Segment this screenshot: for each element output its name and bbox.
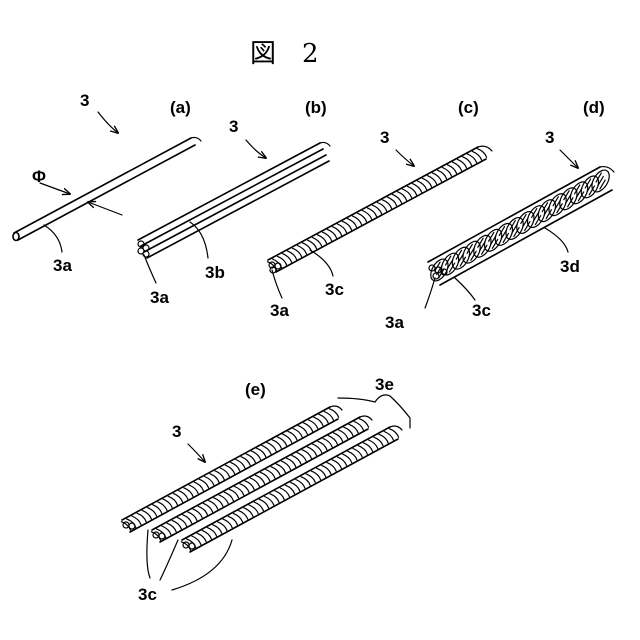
single-wire bbox=[13, 137, 201, 240]
rope-twist-marks bbox=[427, 167, 613, 284]
panel-c-part-3a: 3a bbox=[270, 301, 289, 320]
twisted-rope bbox=[427, 167, 614, 285]
panel-a-leader-3a bbox=[44, 225, 62, 252]
panel-c-tag: (c) bbox=[458, 98, 479, 117]
panel-b-part-3a: 3a bbox=[150, 288, 169, 307]
panel-a-part-3a: 3a bbox=[53, 256, 72, 275]
panel-e-leader-2 bbox=[160, 540, 178, 580]
panel-c-ref-arrow bbox=[396, 150, 414, 166]
panel-e: (e) 3e 3 3c bbox=[121, 375, 410, 604]
panel-e-ref-arrow bbox=[188, 444, 205, 462]
phi-label: Φ bbox=[32, 167, 46, 186]
panel-d-ref-label: 3 bbox=[545, 128, 554, 147]
panel-c-ref-label: 3 bbox=[380, 128, 389, 147]
panel-e-part-3c: 3c bbox=[138, 585, 157, 604]
panel-e-tag: (e) bbox=[245, 380, 266, 399]
panel-d: (d) 3 3d 3c 3a bbox=[385, 98, 614, 332]
panel-d-part-3c: 3c bbox=[472, 301, 491, 320]
phi-arrow-right bbox=[88, 202, 122, 215]
panel-e-part-3e: 3e bbox=[375, 375, 394, 394]
panel-e-leader-3 bbox=[172, 540, 232, 590]
panel-c: (c) 3 3c 3a bbox=[267, 98, 492, 320]
panel-d-ref-arrow bbox=[560, 150, 578, 168]
panel-a-ref-arrow bbox=[98, 112, 118, 133]
panel-d-leader-3d bbox=[545, 228, 568, 252]
panel-d-tag: (d) bbox=[583, 98, 605, 117]
panel-d-part-3a: 3a bbox=[385, 313, 404, 332]
figure-title: 図 2 bbox=[250, 39, 319, 69]
twisted-strand bbox=[267, 146, 492, 273]
phi-arrow-left bbox=[40, 183, 70, 194]
panel-e-ref-label: 3 bbox=[172, 422, 181, 441]
panel-c-leader-3c bbox=[310, 250, 333, 276]
panel-e-leader-1 bbox=[147, 530, 150, 578]
panel-b-part-3b: 3b bbox=[205, 263, 225, 282]
panel-b-ref-label: 3 bbox=[229, 117, 238, 136]
panel-a: (a) 3 Φ 3a bbox=[13, 91, 201, 275]
panel-d-part-3d: 3d bbox=[560, 257, 580, 276]
panel-a-tag: (a) bbox=[170, 98, 191, 117]
twist-marks bbox=[267, 149, 486, 271]
panel-d-leader-3a bbox=[425, 278, 435, 308]
panel-c-leader-3a bbox=[272, 270, 282, 298]
panel-b-leader-3a bbox=[144, 255, 156, 283]
panel-b-ref-arrow bbox=[246, 140, 266, 158]
panel-b-tag: (b) bbox=[305, 98, 327, 117]
panel-d-leader-3c bbox=[455, 278, 475, 300]
panel-c-part-3c: 3c bbox=[325, 280, 344, 299]
panel-a-ref-label: 3 bbox=[80, 91, 89, 110]
strand-e2 bbox=[151, 416, 372, 542]
panel-b: (b) 3 3b 3a bbox=[138, 98, 330, 307]
